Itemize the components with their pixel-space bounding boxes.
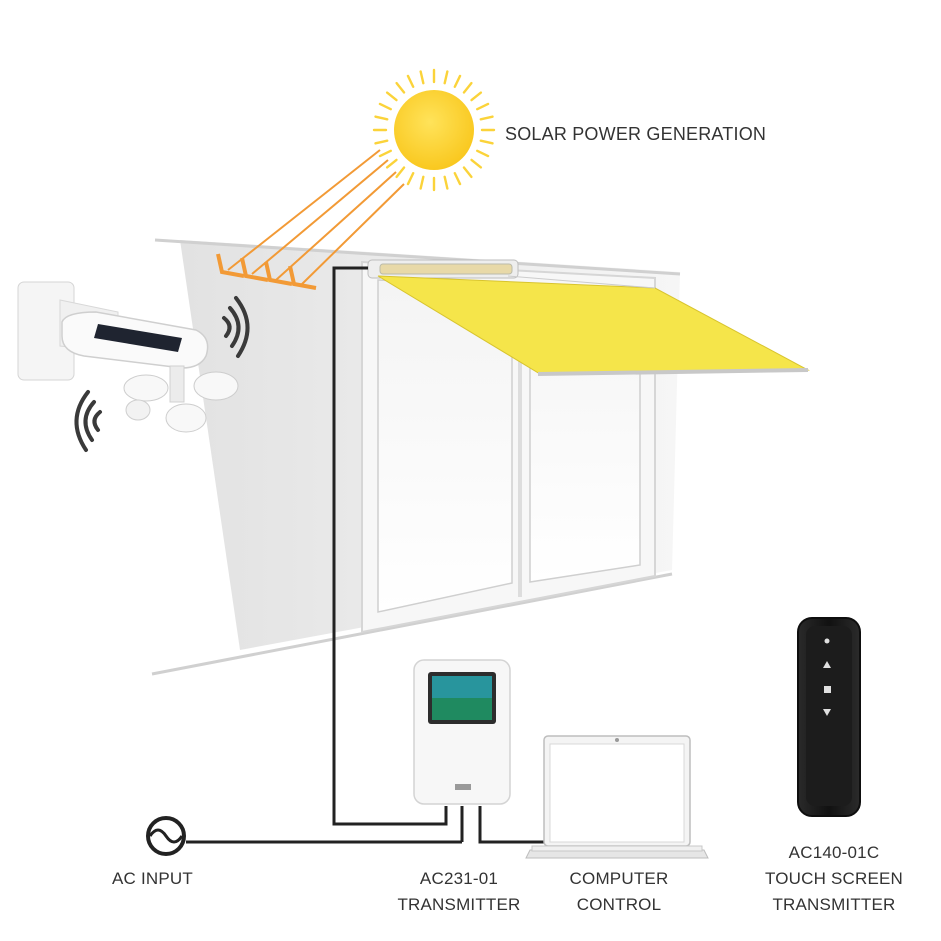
remote-type-text: TOUCH SCREEN bbox=[764, 869, 904, 888]
sun-ray bbox=[395, 166, 406, 179]
solar-power-label: SOLAR POWER GENERATION bbox=[505, 121, 766, 147]
transmitter-device-icon bbox=[413, 659, 511, 805]
weather-sensor-icon bbox=[17, 281, 239, 433]
transmitter-name-text: TRANSMITTER bbox=[397, 895, 521, 914]
sunlight-arrows bbox=[216, 149, 405, 290]
sun-ray bbox=[443, 70, 449, 85]
transmitter-label: AC231-01 TRANSMITTER bbox=[388, 866, 530, 918]
wiring bbox=[186, 266, 546, 844]
sun-ray bbox=[395, 81, 406, 94]
remote-control-icon bbox=[797, 617, 861, 817]
awning bbox=[367, 259, 810, 376]
sun-ray bbox=[479, 139, 494, 145]
sun-ray bbox=[374, 139, 389, 145]
sun-ray bbox=[453, 74, 462, 88]
sun-ray bbox=[378, 102, 392, 111]
ac-input-label: AC INPUT bbox=[112, 866, 193, 892]
ac-input-text: AC INPUT bbox=[112, 869, 193, 888]
sun-ray bbox=[462, 81, 473, 94]
laptop-icon bbox=[525, 735, 709, 859]
sun-ray bbox=[443, 175, 449, 190]
sun-ray bbox=[385, 91, 398, 102]
computer-control-label: COMPUTER CONTROL bbox=[558, 866, 680, 918]
control-text: CONTROL bbox=[576, 895, 662, 914]
sun-ray bbox=[479, 115, 494, 121]
wireless-signal-icon bbox=[222, 296, 250, 358]
remote-name-text: TRANSMITTER bbox=[772, 895, 896, 914]
sun-ray bbox=[470, 158, 483, 169]
sun-icon bbox=[372, 68, 496, 192]
remote-model-text: AC140-01C bbox=[788, 843, 880, 862]
sun-ray bbox=[453, 172, 462, 186]
sun-ray bbox=[378, 149, 392, 158]
solar-power-text: SOLAR POWER GENERATION bbox=[505, 124, 767, 144]
sun-ray bbox=[374, 115, 389, 121]
transmitter-model-text: AC231-01 bbox=[419, 869, 499, 888]
sun-ray bbox=[385, 158, 398, 169]
remote-label: AC140-01C TOUCH SCREEN TRANSMITTER bbox=[752, 840, 916, 918]
sun-ray bbox=[470, 91, 483, 102]
sun-ray bbox=[419, 175, 425, 190]
sun-ray bbox=[476, 149, 490, 158]
wireless-signal-icon bbox=[74, 390, 102, 452]
computer-text: COMPUTER bbox=[569, 869, 669, 888]
sun-ray bbox=[406, 172, 415, 186]
sun-ray bbox=[462, 166, 473, 179]
sun-ray bbox=[406, 74, 415, 88]
sun-ray bbox=[476, 102, 490, 111]
sun-ray bbox=[419, 70, 425, 85]
ac-sine-icon bbox=[146, 816, 186, 856]
